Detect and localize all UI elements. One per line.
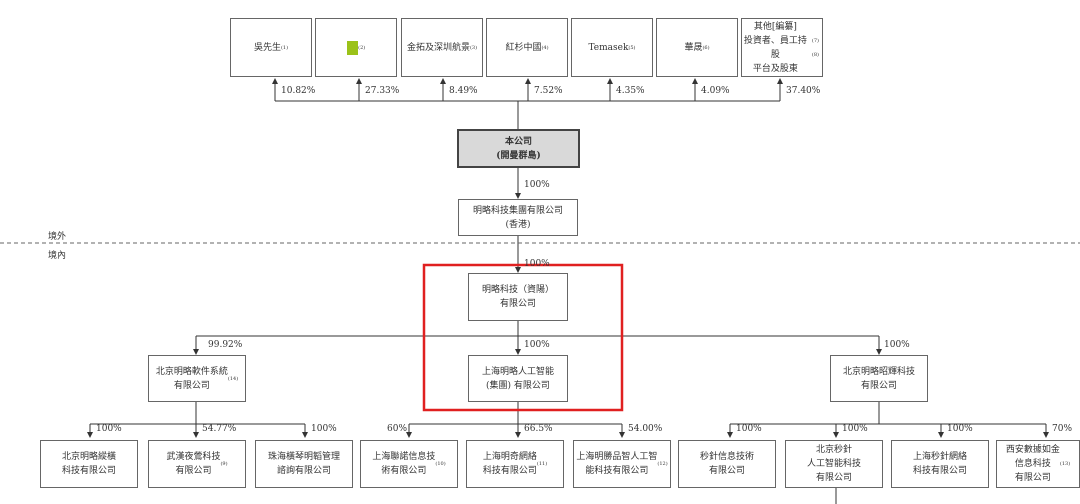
subsidiary-box: 上海明奇網絡 科技有限公司(11) — [466, 440, 564, 488]
shareholder-box: (2) — [315, 18, 397, 77]
ownership-pct: 100% — [524, 259, 550, 269]
footnote-ref: (2) — [358, 44, 366, 51]
entity-name: Temasek — [588, 42, 629, 53]
subsidiary-box: 上海聯諾信息技 術有限公司(10) — [360, 440, 458, 488]
footnote-ref: (14) — [227, 375, 239, 382]
footnote-ref: (10) — [435, 461, 446, 467]
entity-name: 西安數據如金 信息科技 有限公司 — [1005, 445, 1060, 483]
entity-name: 上海明勝品智人工智 能科技有限公司 — [576, 452, 658, 476]
onshore-label: 境內 — [48, 251, 67, 261]
entity-name: 珠海橫琴明韜管理 諮詢有限公司 — [267, 452, 340, 476]
offshore-label: 境外 — [48, 232, 67, 242]
ownership-pct: 100% — [524, 340, 550, 350]
footnote-ref: (7)(8) — [811, 37, 819, 58]
company-box: 本公司 (開曼群島) — [457, 129, 580, 168]
subsidiary-box: 武漢夜鶯科技 有限公司(9) — [148, 440, 246, 488]
subsidiary-box: 上海明略人工智能 (集團) 有限公司 — [468, 355, 568, 402]
footnote-ref: (6) — [702, 44, 710, 51]
footnote-ref: (3) — [469, 44, 478, 51]
ownership-pct: 100% — [947, 424, 973, 434]
ownership-pct: 70% — [1052, 424, 1073, 434]
ownership-pct: 37.40% — [786, 86, 821, 96]
footnote-ref: (11) — [536, 461, 548, 467]
entity-name: 華晟 — [684, 42, 703, 53]
ownership-pct: 54.00% — [628, 424, 663, 434]
entity-name: 本公司 (開曼群島) — [496, 136, 541, 161]
shareholder-box: 紅杉中國(4) — [486, 18, 568, 77]
ownership-pct: 7.52% — [534, 86, 563, 96]
entity-name: 上海秒針網絡 科技有限公司 — [912, 452, 967, 476]
subsidiary-box: 北京明略軟件系統 有限公司(14) — [148, 355, 246, 402]
footnote-ref: (12) — [657, 461, 668, 467]
shareholder-box: 華晟(6) — [656, 18, 738, 77]
ownership-pct: 100% — [524, 180, 550, 190]
entity-name: 北京明略軟件系統 有限公司 — [155, 366, 228, 391]
entity-name: 北京明略昭輝科技 有限公司 — [842, 366, 915, 391]
ownership-pct: 27.33% — [365, 86, 400, 96]
subsidiary-box: 西安數據如金 信息科技 有限公司(13) — [996, 440, 1080, 488]
entity-name: 武漢夜鶯科技 有限公司 — [166, 452, 221, 476]
entity-name: 明略科技（資陽） 有限公司 — [481, 285, 554, 309]
ownership-pct: 100% — [736, 424, 762, 434]
ownership-pct: 4.09% — [701, 86, 730, 96]
ownership-pct: 66.5% — [524, 424, 553, 434]
entity-name — [346, 40, 359, 55]
footnote-ref: (1) — [280, 44, 289, 51]
highlight-box — [422, 263, 624, 412]
entity-name: 金拓及深圳航景 — [406, 42, 470, 53]
footnote-ref: (5) — [628, 44, 636, 51]
subsidiary-box: 北京秒針 人工智能科技 有限公司 — [785, 440, 883, 488]
subsidiary-box: 秒針信息技術 有限公司 — [678, 440, 776, 488]
entity-name: 北京秒針 人工智能科技 有限公司 — [806, 445, 861, 483]
shareholder-box: 吳先生(1) — [230, 18, 312, 77]
entity-name: 上海明奇網絡 科技有限公司 — [482, 452, 537, 476]
entity-name: 秒針信息技術 有限公司 — [699, 452, 754, 476]
ownership-pct: 100% — [884, 340, 910, 350]
ownership-pct: 99.92% — [208, 340, 243, 350]
ownership-pct: 10.82% — [281, 86, 316, 96]
ownership-pct: 100% — [311, 424, 337, 434]
shareholder-box: 金拓及深圳航景(3) — [401, 18, 483, 77]
ownership-pct: 4.35% — [616, 86, 645, 96]
footnote-ref: (9) — [220, 461, 228, 467]
subsidiary-box: 上海秒針網絡 科技有限公司 — [891, 440, 989, 488]
entity-name: 紅杉中國 — [505, 42, 542, 53]
entity-name: 上海明略人工智能 (集團) 有限公司 — [481, 366, 554, 391]
ownership-pct: 8.49% — [449, 86, 478, 96]
shareholder-box: Temasek(5) — [571, 18, 653, 77]
ziyang-box: 明略科技（資陽） 有限公司 — [468, 273, 568, 321]
entity-name: 北京明略縱橫 科技有限公司 — [61, 452, 116, 476]
entity-name: 吳先生 — [253, 42, 281, 53]
subsidiary-box: 珠海橫琴明韜管理 諮詢有限公司 — [255, 440, 353, 488]
subsidiary-box: 上海明勝品智人工智 能科技有限公司(12) — [573, 440, 671, 488]
entity-name: 其他[編纂] 投資者、員工持股 平台及股東 — [743, 21, 807, 74]
entity-name: 明略科技集團有限公司 (香港) — [472, 205, 563, 230]
entity-name: 上海聯諾信息技 術有限公司 — [372, 452, 436, 476]
shareholder-box: 其他[編纂] 投資者、員工持股 平台及股東 (7)(8) — [741, 18, 823, 77]
ownership-pct: 100% — [96, 424, 122, 434]
ownership-pct: 60% — [387, 424, 408, 434]
footnote-ref: (13) — [1059, 461, 1071, 467]
ownership-pct: 54.77% — [202, 424, 237, 434]
ownership-pct: 100% — [842, 424, 868, 434]
footnote-ref: (4) — [541, 44, 549, 51]
subsidiary-box: 北京明略昭輝科技 有限公司 — [830, 355, 928, 402]
hk-subsidiary-box: 明略科技集團有限公司 (香港) — [458, 199, 578, 236]
subsidiary-box: 北京明略縱橫 科技有限公司 — [40, 440, 138, 488]
